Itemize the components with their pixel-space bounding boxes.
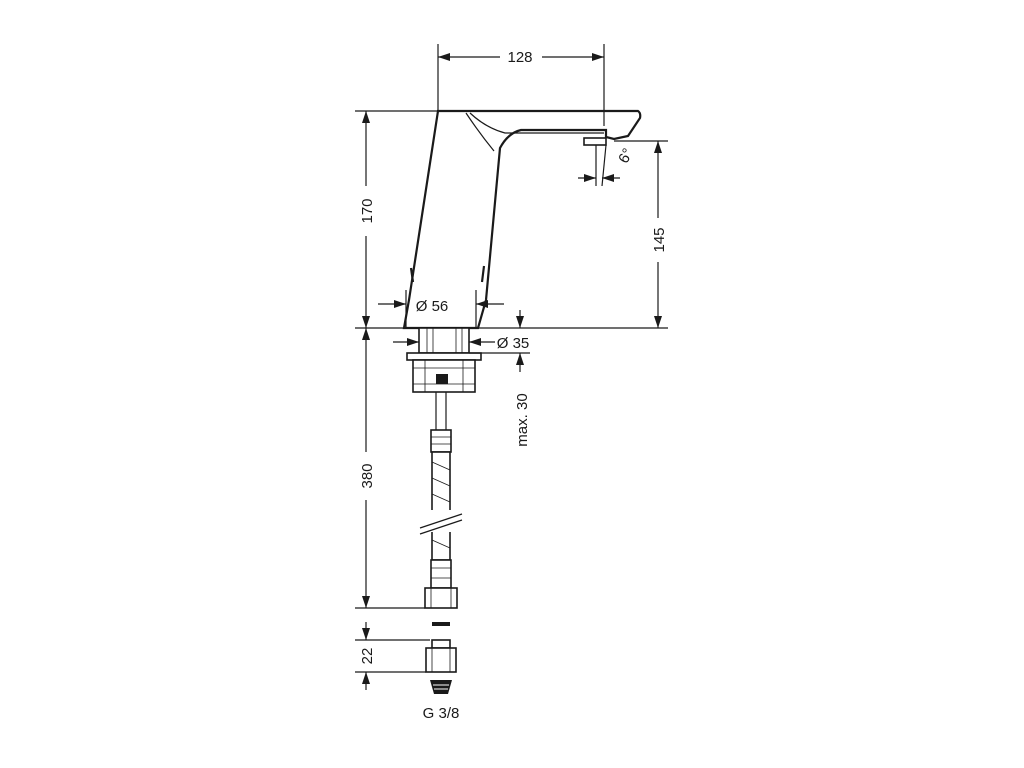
mounting-shank bbox=[406, 327, 482, 393]
dimension-max-deck-thickness: max. 30 bbox=[469, 310, 531, 447]
dimension-shank-diameter: Ø 35 bbox=[393, 335, 529, 352]
dimension-total-height: 170 bbox=[359, 111, 376, 328]
label-spout-reach: 128 bbox=[507, 49, 532, 66]
label-thread-size: G 3/8 bbox=[423, 705, 460, 722]
faucet-body bbox=[402, 109, 642, 330]
dimension-connector-length: 22 bbox=[359, 622, 376, 690]
label-outlet-height: 145 bbox=[651, 227, 668, 252]
connector-parts bbox=[355, 622, 457, 694]
label-max-deck-thickness: max. 30 bbox=[514, 393, 531, 446]
label-hose-length: 380 bbox=[359, 463, 376, 488]
label-connector-length: 22 bbox=[359, 648, 376, 665]
dimension-outlet-height: 145 bbox=[614, 140, 668, 328]
dimension-hose-length: 380 bbox=[359, 328, 376, 608]
seal-ring-icon bbox=[432, 622, 450, 626]
aerator-icon bbox=[583, 137, 607, 146]
dimension-body-diameter: Ø 56 bbox=[378, 290, 504, 328]
label-body-diameter: Ø 56 bbox=[416, 298, 449, 315]
dimension-spout-reach: 128 bbox=[437, 44, 605, 126]
supply-hose bbox=[355, 392, 463, 609]
dimension-spray-angle: 6° bbox=[578, 144, 637, 187]
label-spray-angle: 6° bbox=[615, 146, 637, 167]
strainer-icon bbox=[430, 680, 452, 694]
label-total-height: 170 bbox=[359, 198, 376, 223]
label-shank-diameter: Ø 35 bbox=[497, 335, 530, 352]
